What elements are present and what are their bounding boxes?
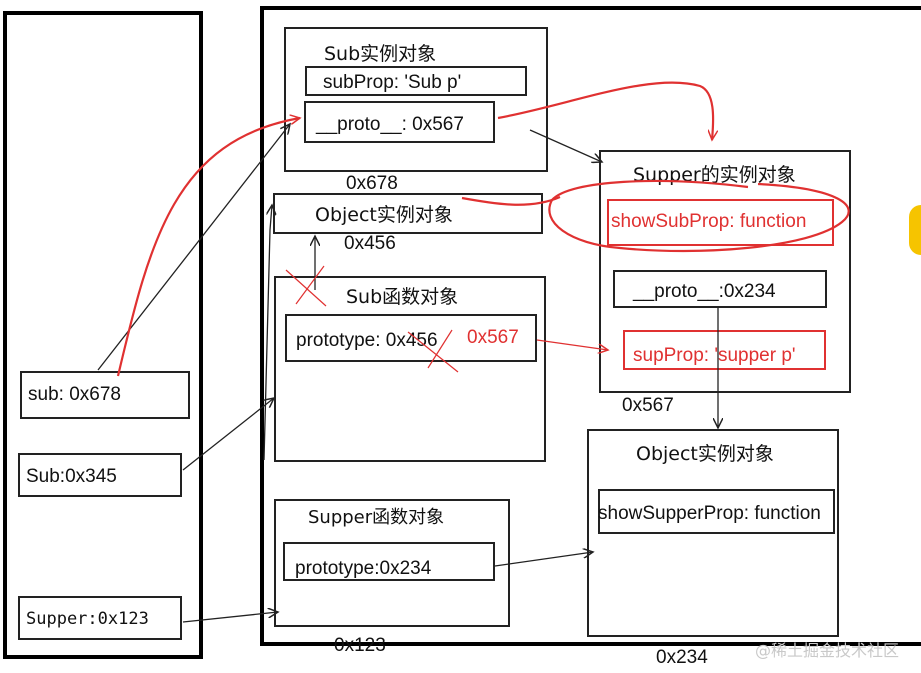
arrow-Sub-to-sub-function	[182, 398, 274, 471]
stack-var-Supper-label: Supper:0x123	[26, 609, 149, 629]
red-curve-sub-to-sub-instance	[116, 118, 300, 377]
side-tab	[909, 205, 921, 255]
supper-instance-method: showSubProp: function	[607, 199, 834, 246]
sub-instance-proto-label: __proto__: 0x567	[316, 114, 464, 135]
sub-instance-prop-label: subProp: 'Sub p'	[323, 72, 462, 93]
object-instance-top: Object实例对象	[273, 193, 543, 234]
sub-function-prototype-label: prototype: 0x456	[296, 330, 438, 351]
stack-var-sub-label: sub: 0x678	[28, 384, 121, 405]
object-instance-bottom-method-label: showSupperProp: function	[598, 503, 821, 524]
supper-function-prototype-label: prototype:0x234	[295, 558, 432, 579]
red-cross-old-prototype-a	[407, 331, 459, 373]
arrow-sub-instance-to-supper-instance	[529, 129, 602, 162]
red-cross-old-arrow-a	[285, 269, 327, 307]
sub-function-title: Sub函数对象	[346, 286, 459, 308]
supper-instance-method-label: showSubProp: function	[611, 211, 807, 232]
stack-var-Sub: Sub:0x345	[18, 453, 182, 497]
stack-var-Sub-label: Sub:0x345	[26, 466, 117, 487]
supper-function-prototype: prototype:0x234	[283, 542, 495, 581]
supper-instance-addr: 0x567	[622, 395, 674, 416]
red-cross-old-prototype-b	[427, 329, 453, 369]
red-arrow-prototype-to-supper-instance	[536, 339, 608, 350]
arrow-sub-to-sub-instance	[97, 124, 290, 371]
object-instance-top-addr: 0x456	[344, 233, 396, 254]
sub-instance-proto: __proto__: 0x567	[304, 101, 495, 143]
sub-function-new-addr: 0x567	[467, 327, 519, 348]
stack-var-sub: sub: 0x678	[20, 371, 190, 419]
supper-instance-proto: __proto__:0x234	[613, 270, 827, 308]
sub-instance-title: Sub实例对象	[324, 43, 437, 65]
stack-var-Supper: Supper:0x123	[18, 596, 182, 640]
red-cross-old-arrow-b	[295, 265, 325, 305]
arrow-Supper-to-supper-function	[182, 612, 278, 623]
red-curve-proto-to-supper-instance	[497, 81, 713, 140]
sub-function-object: Sub函数对象	[274, 276, 546, 462]
supper-function-title: Supper函数对象	[308, 507, 445, 528]
stack-panel	[3, 11, 203, 659]
object-instance-bottom-title: Object实例对象	[636, 443, 774, 465]
watermark: @稀土掘金技术社区	[754, 641, 899, 660]
sub-instance-object: Sub实例对象	[284, 27, 548, 172]
red-loop-showSubProp	[548, 179, 850, 253]
object-instance-bottom-addr: 0x234	[656, 647, 708, 668]
supper-instance-prop-label: supProp: 'supper p'	[633, 345, 796, 366]
supper-function-addr: 0x123	[334, 635, 386, 656]
sub-instance-prop: subProp: 'Sub p'	[305, 66, 527, 96]
supper-instance-prop: supProp: 'supper p'	[623, 330, 826, 370]
red-arrow-supper-instance-to-object	[461, 195, 561, 206]
arrow-sub-function-to-object-top	[263, 205, 272, 461]
object-instance-top-title: Object实例对象	[315, 204, 453, 226]
object-instance-bottom-method: showSupperProp: function	[598, 489, 835, 534]
sub-instance-addr: 0x678	[346, 173, 398, 194]
supper-instance-title: Supper的实例对象	[633, 164, 796, 186]
arrow-prototype-to-object-bottom	[494, 552, 593, 567]
supper-instance-proto-label: __proto__:0x234	[633, 281, 776, 302]
sub-function-prototype: prototype: 0x456 0x567	[285, 314, 537, 362]
